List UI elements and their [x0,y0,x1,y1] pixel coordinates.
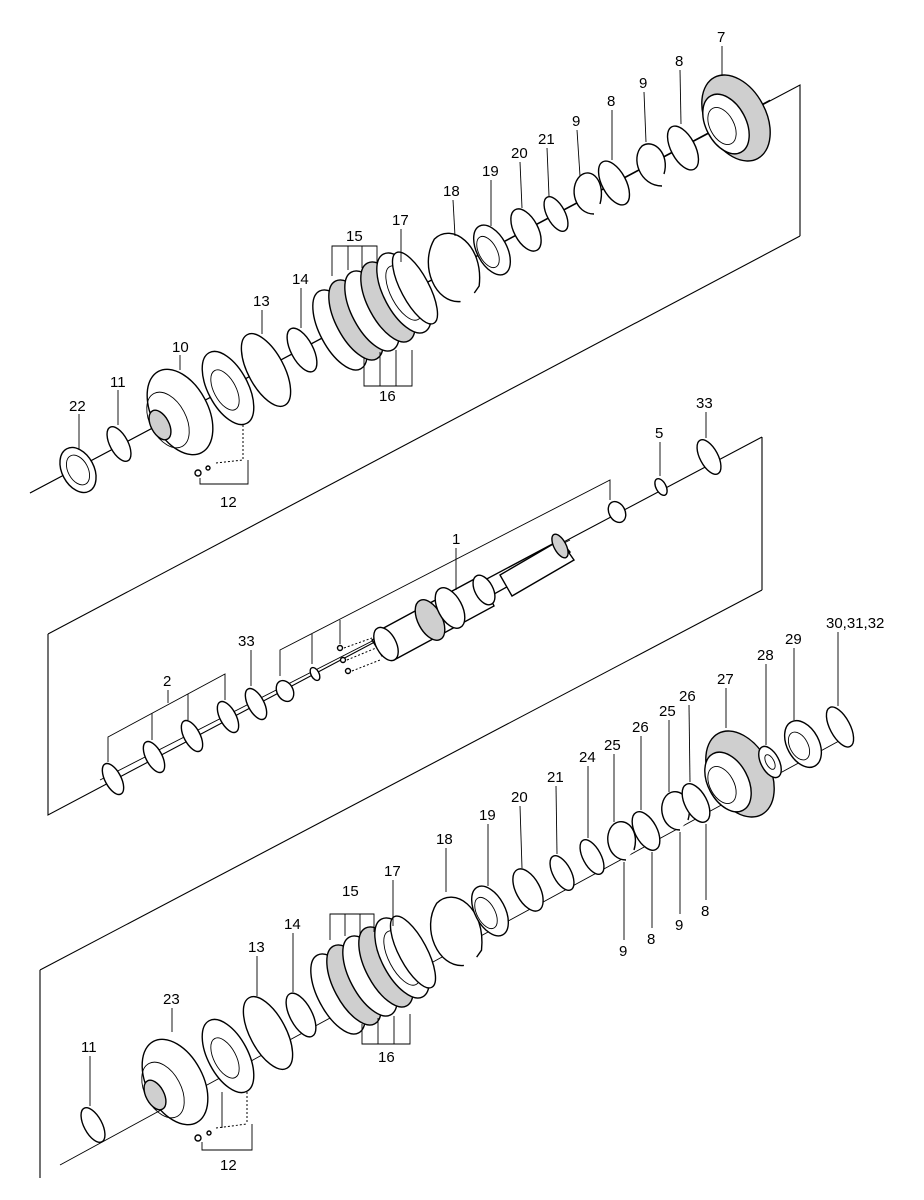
part-11-snap-ring-lower [80,1107,106,1143]
callout-18-lower: 18 [436,831,453,848]
part-20-ring-lower [512,868,544,912]
callout-23: 23 [163,991,180,1008]
callout-11-upper: 11 [110,374,126,391]
part-1-shaft [371,533,576,662]
part-10-clutch-drum [146,368,214,456]
callout-12-lower: 12 [220,1157,237,1174]
callout-9-upper-a: 9 [572,113,580,130]
callout-29: 29 [785,631,802,648]
part-20-ring [510,208,542,252]
callout-30-31-32: 30,31,32 [826,615,884,632]
callout-8-upper-b: 8 [675,53,683,70]
part-24-ring [579,839,605,875]
callout-12-upper: 12 [220,494,237,511]
part-9-snap-ring-b [636,143,666,187]
callout-16-upper: 16 [379,388,396,405]
callout-13-upper: 13 [253,293,270,310]
part-bushing [607,500,627,524]
callout-18-upper: 18 [443,183,460,200]
callout-26-b: 26 [632,719,649,736]
part-5-ring [654,478,668,496]
callout-labels: 22 11 10 12 13 14 15 16 17 18 19 20 21 9… [69,29,884,1174]
part-13-seal-ring [240,332,292,408]
callout-22-upper: 22 [69,398,86,415]
callout-14-lower: 14 [284,916,301,933]
callout-25-a: 25 [659,703,676,720]
part-8-ring-b [666,125,700,171]
part-11-snap-ring [106,426,132,462]
part-21-ring [543,196,569,232]
callout-2: 2 [163,673,171,690]
callout-20-upper: 20 [511,145,528,162]
callout-8-lower-a: 8 [647,931,655,948]
callout-20-lower: 20 [511,789,528,806]
callout-15-upper: 15 [346,228,363,245]
callout-26-a: 26 [679,688,696,705]
callout-25-b: 25 [604,737,621,754]
part-25-snap-ring [607,821,637,861]
callout-21-lower: 21 [547,769,564,786]
callout-14-upper: 14 [292,271,309,288]
part-23-clutch-drum [141,1038,209,1126]
callout-1: 1 [452,531,460,548]
callout-11-lower: 11 [81,1039,97,1056]
callout-24: 24 [579,749,596,766]
callout-7: 7 [717,29,725,46]
part-22-bearing [59,446,97,494]
part-8-ring [597,160,631,206]
callout-27: 27 [717,671,734,688]
callout-9-lower-b: 9 [675,917,683,934]
callout-33-left: 33 [238,633,255,650]
part-19-hub-lower [470,885,510,937]
callout-17-lower: 17 [384,863,401,880]
part-33-ring-right [696,439,722,475]
callout-21-upper: 21 [538,131,555,148]
middle-shaft-panel [39,436,763,971]
part-19-hub [472,224,512,276]
callout-19-lower: 19 [479,807,496,824]
part-14-seal-ring-lower [285,992,317,1038]
callout-9-upper-b: 9 [639,75,647,92]
callout-9-lower-a: 9 [619,943,627,960]
callout-8-lower-b: 8 [701,903,709,920]
part-7-gear [701,74,771,162]
callout-19-upper: 19 [482,163,499,180]
part-17-end-plate [391,251,439,325]
part-18-snap-ring-lower [429,896,483,967]
part-9-snap-ring [573,172,603,215]
upper-leader-lines [78,46,723,450]
callout-15-lower: 15 [342,883,359,900]
part-29-bearing [783,719,823,769]
part-13-seal-ring-lower [242,995,294,1071]
part-26-ring [631,811,661,851]
callout-28: 28 [757,647,774,664]
part-18-snap-ring [427,232,481,303]
callout-8-upper-a: 8 [607,93,615,110]
part-26-ring-b [681,783,711,823]
callout-13-lower: 13 [248,939,265,956]
part-28-washer [758,745,782,779]
part-14-seal-ring [286,327,318,373]
part-12-piston-lower [194,1018,255,1151]
part-30-31-32-ring [825,706,855,748]
part-12-piston [194,350,255,485]
callout-17-upper: 17 [392,212,409,229]
callout-5: 5 [655,425,663,442]
part-shaft-plugs [275,479,611,703]
part-2-seal-rings [101,673,240,796]
part-21-ring-lower [549,855,575,891]
callout-33-right: 33 [696,395,713,412]
callout-10: 10 [172,339,189,356]
part-17-end-plate-lower [389,915,437,989]
callout-16-lower: 16 [378,1049,395,1066]
part-33-ring-left [244,687,268,721]
